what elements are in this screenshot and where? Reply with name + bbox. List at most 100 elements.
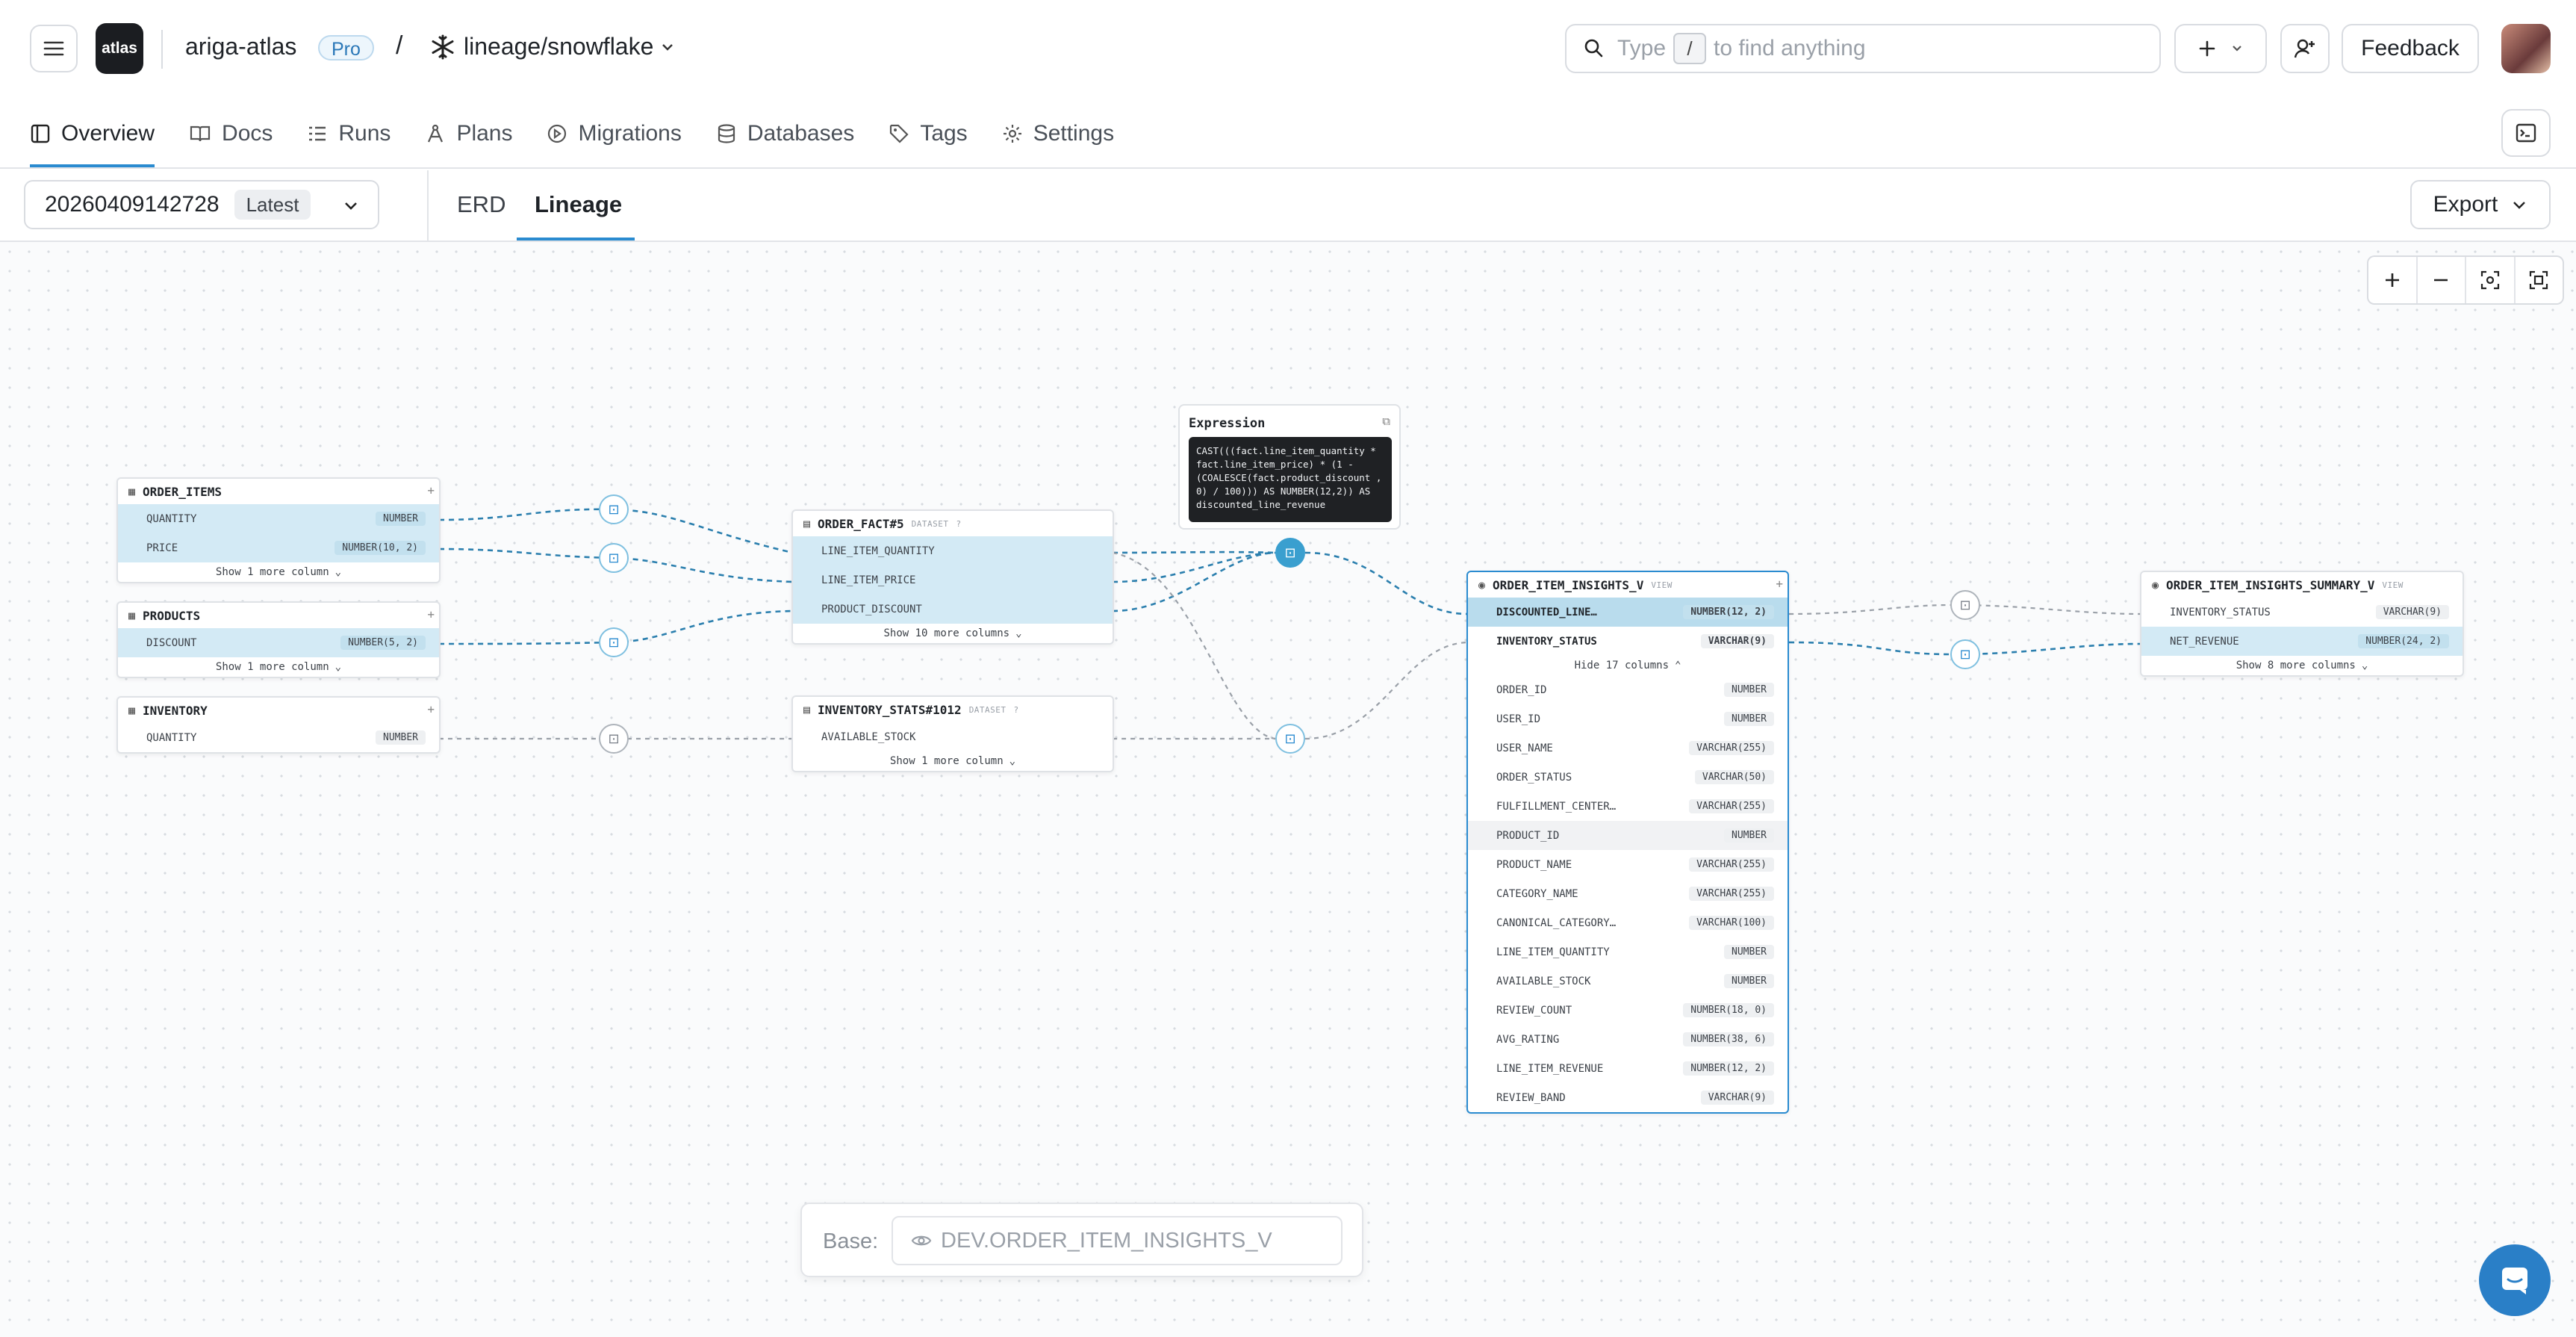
- zoom-in-button[interactable]: [2368, 257, 2418, 303]
- search-input[interactable]: Type / to find anything: [1565, 24, 2161, 73]
- column-row[interactable]: USER_IDNUMBER: [1468, 704, 1788, 733]
- table-icon: ▦: [128, 485, 135, 498]
- node-kind: DATASET: [969, 705, 1007, 715]
- chat-button[interactable]: [2479, 1244, 2551, 1316]
- column-type: NUMBER: [1724, 828, 1774, 843]
- node-insights-summary[interactable]: ◉ ORDER_ITEM_INSIGHTS_SUMMARY_V VIEW INV…: [2140, 571, 2464, 677]
- column-row[interactable]: AVG_RATINGNUMBER(38, 6): [1468, 1025, 1788, 1054]
- column-row[interactable]: INVENTORY_STATUSVARCHAR(9): [1468, 627, 1788, 656]
- edge-marker[interactable]: ⊡: [599, 543, 629, 573]
- chevron-down-icon: [2231, 43, 2243, 55]
- show-more-columns[interactable]: Show 1 more column⌄: [118, 562, 439, 582]
- expand-icon[interactable]: +: [427, 607, 435, 621]
- menu-button[interactable]: [30, 25, 78, 72]
- column-row[interactable]: ORDER_IDNUMBER: [1468, 675, 1788, 704]
- fit-view-button[interactable]: [2466, 257, 2516, 303]
- column-name: LINE_ITEM_PRICE: [821, 574, 915, 586]
- tab-tags-label: Tags: [920, 121, 967, 146]
- column-row[interactable]: PRICENUMBER(10, 2): [118, 533, 439, 562]
- edge-marker[interactable]: ⊡: [599, 627, 629, 657]
- tab-plans[interactable]: Plans: [425, 112, 512, 155]
- column-row[interactable]: PRODUCT_IDNUMBER: [1468, 821, 1788, 850]
- edge-marker[interactable]: ⊡: [1950, 590, 1980, 620]
- edge-marker[interactable]: ⊡: [599, 494, 629, 524]
- column-row[interactable]: REVIEW_COUNTNUMBER(18, 0): [1468, 996, 1788, 1025]
- show-more-columns[interactable]: Show 10 more columns⌄: [793, 624, 1113, 643]
- repo-name: lineage/snowflake: [464, 33, 653, 61]
- node-inventory-stats[interactable]: ▤ INVENTORY_STATS#1012 DATASET ? AVAILAB…: [791, 695, 1114, 772]
- column-type: VARCHAR(50): [1695, 770, 1774, 784]
- tab-lineage[interactable]: Lineage: [535, 191, 622, 218]
- node-inventory[interactable]: ▦ INVENTORY + QUANTITYNUMBER: [116, 696, 441, 754]
- copy-icon[interactable]: ⧉: [1382, 415, 1390, 428]
- tab-runs-label: Runs: [338, 121, 391, 146]
- column-type: NUMBER: [1724, 974, 1774, 988]
- tab-databases[interactable]: Databases: [716, 112, 854, 155]
- tab-runs[interactable]: Runs: [307, 112, 391, 155]
- column-row[interactable]: USER_NAMEVARCHAR(255): [1468, 733, 1788, 763]
- column-row[interactable]: PRODUCT_NAMEVARCHAR(255): [1468, 850, 1788, 879]
- edge-marker[interactable]: ⊡: [1275, 724, 1305, 754]
- edge-marker[interactable]: ⊡: [1950, 639, 1980, 669]
- show-more-columns[interactable]: Show 1 more column⌄: [793, 751, 1113, 771]
- compass-icon: [425, 123, 446, 144]
- expand-icon[interactable]: +: [427, 483, 435, 497]
- base-selector[interactable]: DEV.ORDER_ITEM_INSIGHTS_V: [892, 1216, 1343, 1265]
- hide-columns-toggle[interactable]: Hide 17 columns⌃: [1468, 656, 1788, 675]
- column-name: REVIEW_COUNT: [1496, 1005, 1572, 1017]
- column-row[interactable]: ORDER_STATUSVARCHAR(50): [1468, 763, 1788, 792]
- column-row[interactable]: AVAILABLE_STOCK NUMBER: [1468, 967, 1788, 996]
- column-row[interactable]: INVENTORY_STATUSVARCHAR(9): [2141, 598, 2463, 627]
- column-row[interactable]: QUANTITYNUMBER: [118, 504, 439, 533]
- help-icon[interactable]: ?: [1014, 705, 1019, 715]
- column-row-selected[interactable]: DISCOUNTED_LINE…NUMBER(12, 2): [1468, 598, 1788, 627]
- zoom-out-button[interactable]: [2418, 257, 2467, 303]
- tab-migrations[interactable]: Migrations: [547, 112, 681, 155]
- column-row[interactable]: REVIEW_BANDVARCHAR(9): [1468, 1083, 1788, 1112]
- column-row[interactable]: QUANTITYNUMBER: [118, 723, 439, 752]
- expand-icon[interactable]: +: [1776, 577, 1783, 591]
- edge-marker-active[interactable]: ⊡: [1275, 538, 1305, 568]
- create-button[interactable]: [2174, 24, 2267, 73]
- column-name: ORDER_ID: [1496, 684, 1546, 696]
- terminal-button[interactable]: [2501, 109, 2551, 157]
- avatar[interactable]: [2501, 24, 2551, 73]
- fullscreen-button[interactable]: [2516, 257, 2563, 303]
- feedback-button[interactable]: Feedback: [2342, 24, 2479, 73]
- column-row[interactable]: CANONICAL_CATEGORY…VARCHAR(100): [1468, 908, 1788, 937]
- column-row[interactable]: AVAILABLE_STOCK: [793, 722, 1113, 751]
- tab-tags[interactable]: Tags: [889, 112, 967, 155]
- minus-icon: [2432, 271, 2450, 289]
- edge-marker[interactable]: ⊡: [599, 724, 629, 754]
- expand-icon[interactable]: +: [427, 702, 435, 716]
- tab-settings[interactable]: Settings: [1002, 112, 1114, 155]
- help-icon[interactable]: ?: [956, 519, 961, 529]
- node-order-item-insights[interactable]: ◉ ORDER_ITEM_INSIGHTS_V VIEW + DISCOUNTE…: [1466, 571, 1789, 1114]
- column-name: AVAILABLE_STOCK: [1496, 975, 1590, 987]
- repo-selector[interactable]: lineage/snowflake: [429, 33, 674, 61]
- column-row[interactable]: PRODUCT_DISCOUNT: [793, 595, 1113, 624]
- tab-docs[interactable]: Docs: [189, 112, 273, 155]
- node-products[interactable]: ▦ PRODUCTS + DISCOUNTNUMBER(5, 2) Show 1…: [116, 601, 441, 678]
- show-more-columns[interactable]: Show 8 more columns⌄: [2141, 656, 2463, 675]
- column-row[interactable]: DISCOUNTNUMBER(5, 2): [118, 628, 439, 657]
- column-row[interactable]: LINE_ITEM_REVENUENUMBER(12, 2): [1468, 1054, 1788, 1083]
- export-button[interactable]: Export: [2410, 180, 2551, 229]
- tab-erd[interactable]: ERD: [457, 191, 505, 218]
- tab-overview[interactable]: Overview: [30, 112, 155, 155]
- node-order-fact[interactable]: ▤ ORDER_FACT#5 DATASET ? LINE_ITEM_QUANT…: [791, 509, 1114, 645]
- column-row[interactable]: LINE_ITEM_QUANTITY: [793, 536, 1113, 565]
- column-row[interactable]: FULFILLMENT_CENTER…VARCHAR(255): [1468, 792, 1788, 821]
- atlas-logo[interactable]: atlas: [96, 23, 143, 74]
- org-name[interactable]: ariga-atlas: [185, 33, 296, 61]
- show-more-columns[interactable]: Show 1 more column⌄: [118, 657, 439, 677]
- column-row[interactable]: CATEGORY_NAMEVARCHAR(255): [1468, 879, 1788, 908]
- column-row[interactable]: NET_REVENUENUMBER(24, 2): [2141, 627, 2463, 656]
- node-order-items[interactable]: ▦ ORDER_ITEMS + QUANTITYNUMBER PRICENUMB…: [116, 477, 441, 583]
- column-type: NUMBER(24, 2): [2358, 634, 2449, 648]
- invite-user-button[interactable]: [2280, 24, 2330, 73]
- column-row[interactable]: LINE_ITEM_QUANTITYNUMBER: [1468, 937, 1788, 967]
- list-icon: [307, 123, 328, 144]
- version-selector[interactable]: 20260409142728 Latest: [24, 180, 379, 229]
- column-row[interactable]: LINE_ITEM_PRICE: [793, 565, 1113, 595]
